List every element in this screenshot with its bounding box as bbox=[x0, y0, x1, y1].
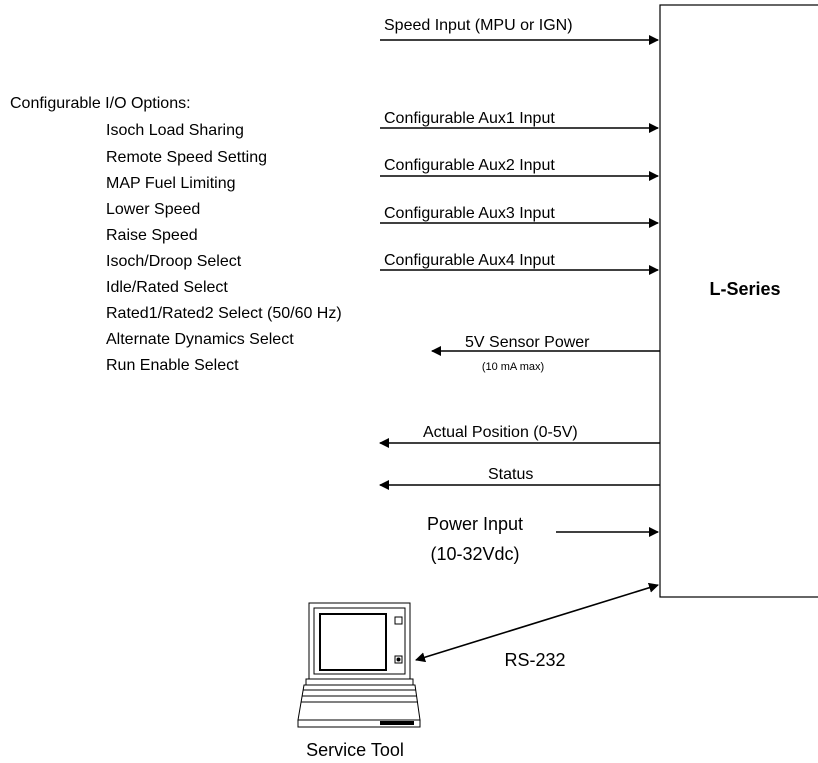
power-input-label: Power Input bbox=[427, 514, 523, 534]
aux2-input-label: Configurable Aux2 Input bbox=[384, 157, 555, 174]
io-option-item: Remote Speed Setting bbox=[106, 149, 267, 166]
l-series-label: L-Series bbox=[709, 279, 780, 299]
aux3-input-label: Configurable Aux3 Input bbox=[384, 205, 555, 222]
io-option-item: Idle/Rated Select bbox=[106, 279, 228, 296]
io-option-item: Raise Speed bbox=[106, 227, 198, 244]
io-option-item: Run Enable Select bbox=[106, 357, 239, 374]
io-option-item: Isoch/Droop Select bbox=[106, 253, 242, 270]
sensor-power-label: 5V Sensor Power bbox=[465, 334, 590, 351]
io-option-item: MAP Fuel Limiting bbox=[106, 175, 236, 192]
io-option-item: Lower Speed bbox=[106, 201, 200, 218]
rs232-link-arrow bbox=[415, 582, 659, 663]
aux4-input-label: Configurable Aux4 Input bbox=[384, 252, 555, 269]
actual-position-label: Actual Position (0-5V) bbox=[423, 424, 578, 441]
io-option-item: Alternate Dynamics Select bbox=[106, 331, 294, 348]
io-option-item: Isoch Load Sharing bbox=[106, 122, 244, 139]
io-option-item: Rated1/Rated2 Select (50/60 Hz) bbox=[106, 305, 342, 322]
sensor-power-note: (10 mA max) bbox=[482, 361, 544, 373]
io-options-title: Configurable I/O Options: bbox=[10, 95, 191, 112]
status-label: Status bbox=[488, 466, 533, 483]
aux1-input-label: Configurable Aux1 Input bbox=[384, 110, 555, 127]
l-series-box bbox=[659, 4, 818, 598]
io-options-list: Configurable I/O Options: Isoch Load Sha… bbox=[10, 95, 342, 374]
speed-input-label: Speed Input (MPU or IGN) bbox=[384, 17, 573, 34]
power-input-range: (10-32Vdc) bbox=[430, 544, 519, 564]
laptop-icon bbox=[297, 602, 421, 728]
service-tool-label: Service Tool bbox=[306, 740, 404, 760]
rs232-label: RS-232 bbox=[504, 650, 565, 670]
